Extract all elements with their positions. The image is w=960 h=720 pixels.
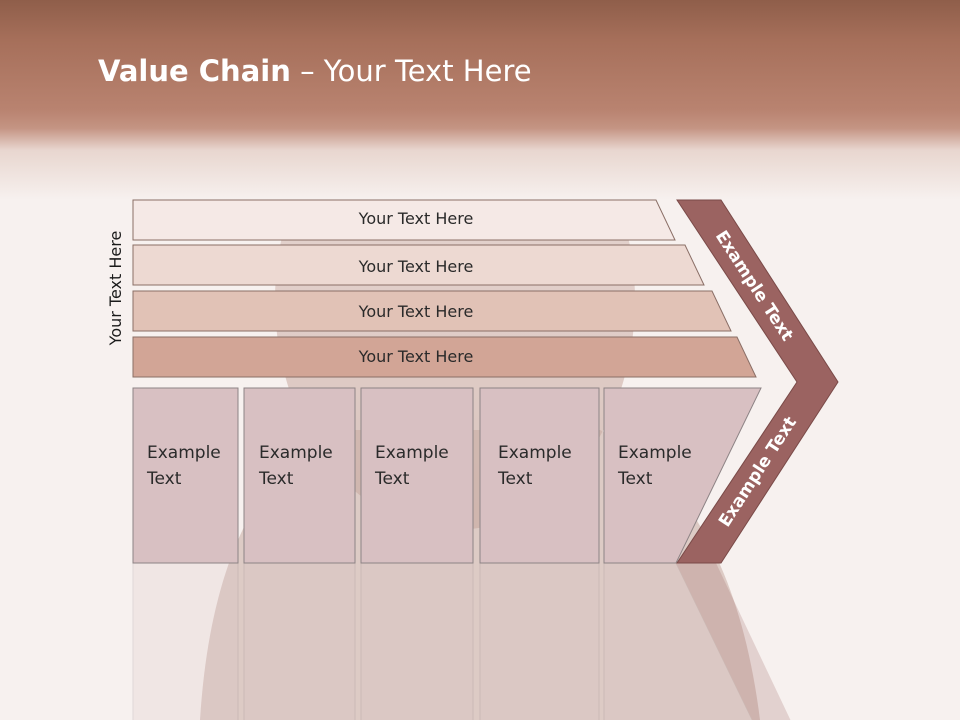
page-title: Value Chain – Your Text Here: [98, 54, 532, 88]
title-bold: Value Chain: [98, 54, 291, 88]
row-4-shape: [132, 336, 757, 378]
box-3-line1: Example: [375, 443, 449, 463]
row-1-shape: [132, 199, 676, 241]
row-3-label: Your Text Here: [358, 302, 474, 321]
box-5-line2: Text: [618, 469, 653, 489]
box-2-line1: Example: [259, 443, 333, 463]
row-1-label: Your Text Here: [358, 209, 474, 228]
box-3-shape: [360, 387, 474, 564]
row-3-shape: [132, 290, 732, 332]
box-5-shape: [603, 387, 762, 564]
row-2-label: Your Text Here: [358, 257, 474, 276]
title-rest: – Your Text Here: [290, 54, 532, 88]
box-2-shape: [243, 387, 356, 564]
box-5-line1: Example: [618, 443, 692, 463]
reflection-box-1: [132, 562, 239, 720]
box-4-line2: Text: [498, 469, 533, 489]
side-label: Your Text Here: [106, 230, 125, 346]
box-3-line2: Text: [375, 469, 410, 489]
reflection-box-4: [479, 562, 600, 720]
reflection-group: [132, 562, 791, 720]
row-2-shape: [132, 244, 705, 286]
chevron-shape: [676, 199, 839, 564]
reflection-chevron: [676, 563, 791, 720]
box-1-line1: Example: [147, 443, 221, 463]
box-1-line2: Text: [147, 469, 182, 489]
box-4-line1: Example: [498, 443, 572, 463]
box-4-shape: [479, 387, 600, 564]
header-band: [0, 0, 960, 200]
box-1-shape: [132, 387, 239, 564]
reflection-box-2: [243, 562, 356, 720]
box-2-line2: Text: [259, 469, 294, 489]
row-4-label: Your Text Here: [358, 347, 474, 366]
